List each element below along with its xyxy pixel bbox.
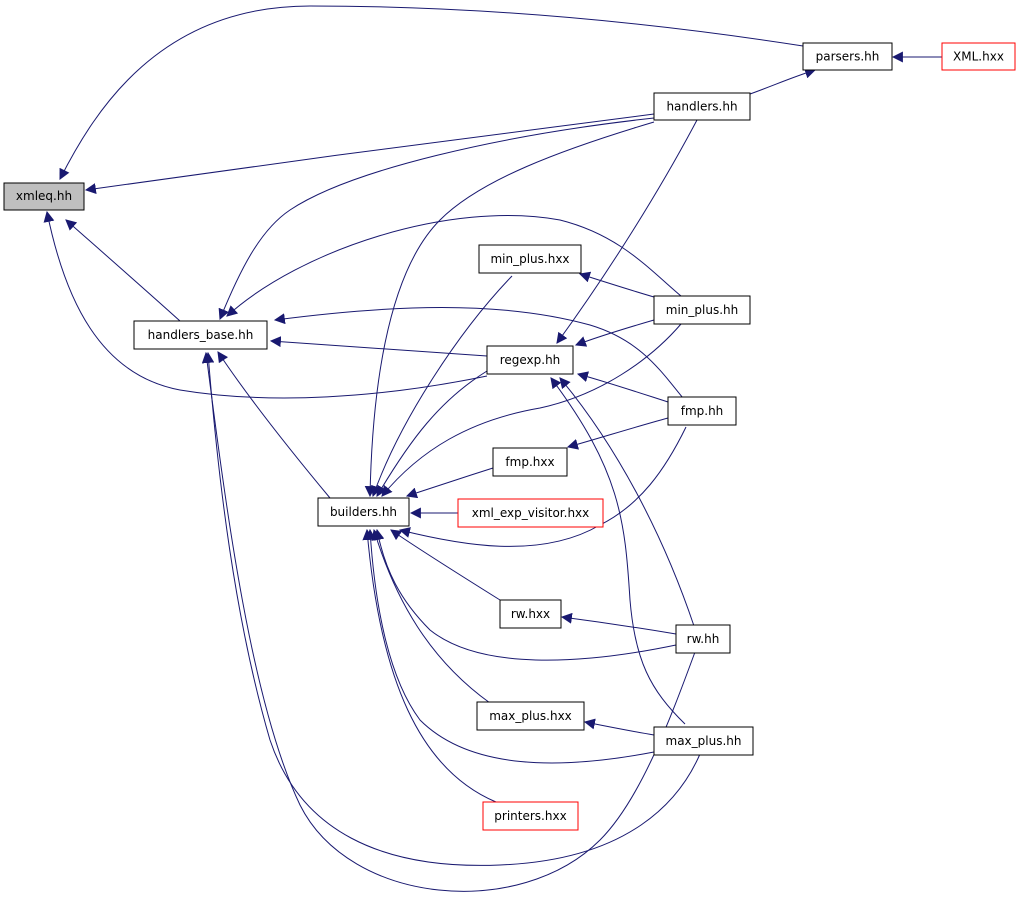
node-xml-hxx-label: XML.hxx bbox=[953, 50, 1004, 64]
edge-min_plus_hh-to-min_plus_hxx bbox=[578, 271, 655, 298]
node-builders-box bbox=[317, 497, 410, 527]
edge-rw_hh-to-handlers_base bbox=[201, 351, 696, 892]
node-fmp-hxx-box bbox=[492, 447, 568, 477]
node-max-plus-hxx[interactable]: max_plus.hxx bbox=[476, 701, 585, 731]
node-fmp-hh[interactable]: fmp.hh bbox=[667, 396, 737, 426]
node-builders-label: builders.hh bbox=[330, 505, 397, 519]
edge-parsers-to-xmleq bbox=[59, 5, 804, 180]
node-handlers-box bbox=[653, 92, 751, 121]
node-handlers[interactable]: handlers.hh bbox=[653, 92, 751, 121]
node-max-plus-hxx-label: max_plus.hxx bbox=[489, 709, 572, 723]
node-regexp-box bbox=[486, 345, 574, 375]
edge-builders-to-handlers_base bbox=[217, 351, 331, 499]
edge-handlers-to-handlers_base bbox=[218, 117, 655, 321]
edge-layer bbox=[43, 5, 942, 892]
node-parsers[interactable]: parsers.hh bbox=[802, 42, 893, 71]
edge-max_plus_hh-to-max_plus_hxx bbox=[583, 718, 655, 736]
node-rw-hh[interactable]: rw.hh bbox=[675, 624, 731, 654]
node-xml-exp-visitor[interactable]: xml_exp_visitor.hxx bbox=[457, 498, 604, 528]
node-xml-exp-visitor-label: xml_exp_visitor.hxx bbox=[472, 506, 590, 520]
edge-min_plus_hxx-to-builders bbox=[371, 275, 513, 498]
node-regexp-label: regexp.hh bbox=[500, 353, 561, 367]
node-printers-label: printers.hxx bbox=[494, 809, 566, 823]
node-xmleq[interactable]: xmleq.hh bbox=[3, 182, 85, 211]
node-xmleq-box bbox=[3, 182, 85, 211]
node-rw-hh-label: rw.hh bbox=[687, 632, 720, 646]
edge-handlers_base-to-xmleq bbox=[65, 219, 181, 322]
node-rw-hxx-label: rw.hxx bbox=[511, 607, 550, 621]
edge-rw_hh-to-rw_hxx bbox=[560, 612, 677, 635]
node-xml-hxx-box bbox=[941, 42, 1016, 71]
edge-max_plus_hxx-to-builders bbox=[371, 528, 491, 704]
node-handlers-base[interactable]: handlers_base.hh bbox=[133, 320, 268, 350]
edge-handlers-to-xmleq bbox=[84, 113, 655, 195]
edge-max_plus_hh-to-regexp bbox=[550, 377, 686, 725]
edge-fmp_hh-to-builders bbox=[398, 426, 687, 547]
node-xml-hxx[interactable]: XML.hxx bbox=[941, 42, 1016, 71]
edge-fmp_hh-to-handlers_base bbox=[273, 307, 684, 399]
edge-min_plus_hh-to-regexp bbox=[574, 319, 655, 347]
node-max-plus-hh-label: max_plus.hh bbox=[666, 734, 742, 748]
node-fmp-hxx-label: fmp.hxx bbox=[505, 455, 554, 469]
node-fmp-hh-box bbox=[667, 396, 737, 426]
node-builders[interactable]: builders.hh bbox=[317, 497, 410, 527]
node-handlers-base-box bbox=[133, 320, 268, 350]
edge-regexp-to-xmleq bbox=[43, 210, 488, 399]
node-max-plus-hxx-box bbox=[476, 701, 585, 731]
node-min-plus-hxx[interactable]: min_plus.hxx bbox=[478, 244, 582, 274]
node-max-plus-hh[interactable]: max_plus.hh bbox=[653, 726, 754, 756]
node-min-plus-hxx-box bbox=[478, 244, 582, 274]
edge-handlers-to-regexp bbox=[556, 119, 698, 344]
edge-printers-to-builders bbox=[362, 528, 497, 803]
node-handlers-label: handlers.hh bbox=[666, 100, 737, 114]
node-rw-hxx[interactable]: rw.hxx bbox=[499, 599, 562, 629]
node-regexp[interactable]: regexp.hh bbox=[486, 345, 574, 375]
node-parsers-box bbox=[802, 42, 893, 71]
edge-regexp-to-builders bbox=[376, 370, 488, 497]
node-layer: xmleq.hh parsers.hh XML.hxx handlers.hh … bbox=[3, 42, 1016, 831]
edge-min_plus_hh-to-handlers_base bbox=[226, 215, 682, 317]
node-printers-box bbox=[482, 801, 579, 831]
edge-fmp_hh-to-regexp bbox=[576, 371, 669, 403]
edge-rw_hxx-to-builders bbox=[390, 529, 501, 601]
node-min-plus-hxx-label: min_plus.hxx bbox=[490, 252, 569, 266]
node-parsers-label: parsers.hh bbox=[816, 50, 880, 64]
node-fmp-hh-label: fmp.hh bbox=[681, 404, 724, 418]
edge-regexp-to-handlers_base bbox=[269, 336, 488, 357]
edge-fmp_hxx-to-builders bbox=[405, 467, 494, 499]
edge-rw_hh-to-builders bbox=[373, 528, 677, 661]
node-handlers-base-label: handlers_base.hh bbox=[148, 328, 254, 342]
edge-handlers-to-parsers bbox=[739, 67, 817, 95]
node-rw-hh-box bbox=[675, 624, 731, 654]
edge-min_plus_hh-to-builders bbox=[381, 323, 682, 497]
node-xmleq-label: xmleq.hh bbox=[16, 189, 72, 203]
node-fmp-hxx[interactable]: fmp.hxx bbox=[492, 447, 568, 477]
node-min-plus-hh[interactable]: min_plus.hh bbox=[653, 295, 751, 325]
edge-max_plus_hh-to-handlers_base bbox=[203, 351, 701, 866]
node-xml-exp-visitor-box bbox=[457, 498, 604, 528]
edge-fmp_hh-to-fmp_hxx bbox=[566, 417, 669, 450]
node-max-plus-hh-box bbox=[653, 726, 754, 756]
edge-handlers-to-builders bbox=[364, 121, 655, 498]
edge-max_plus_hh-to-builders bbox=[365, 528, 655, 764]
node-min-plus-hh-box bbox=[653, 295, 751, 325]
node-min-plus-hh-label: min_plus.hh bbox=[666, 303, 738, 317]
node-rw-hxx-box bbox=[499, 599, 562, 629]
node-printers[interactable]: printers.hxx bbox=[482, 801, 579, 831]
